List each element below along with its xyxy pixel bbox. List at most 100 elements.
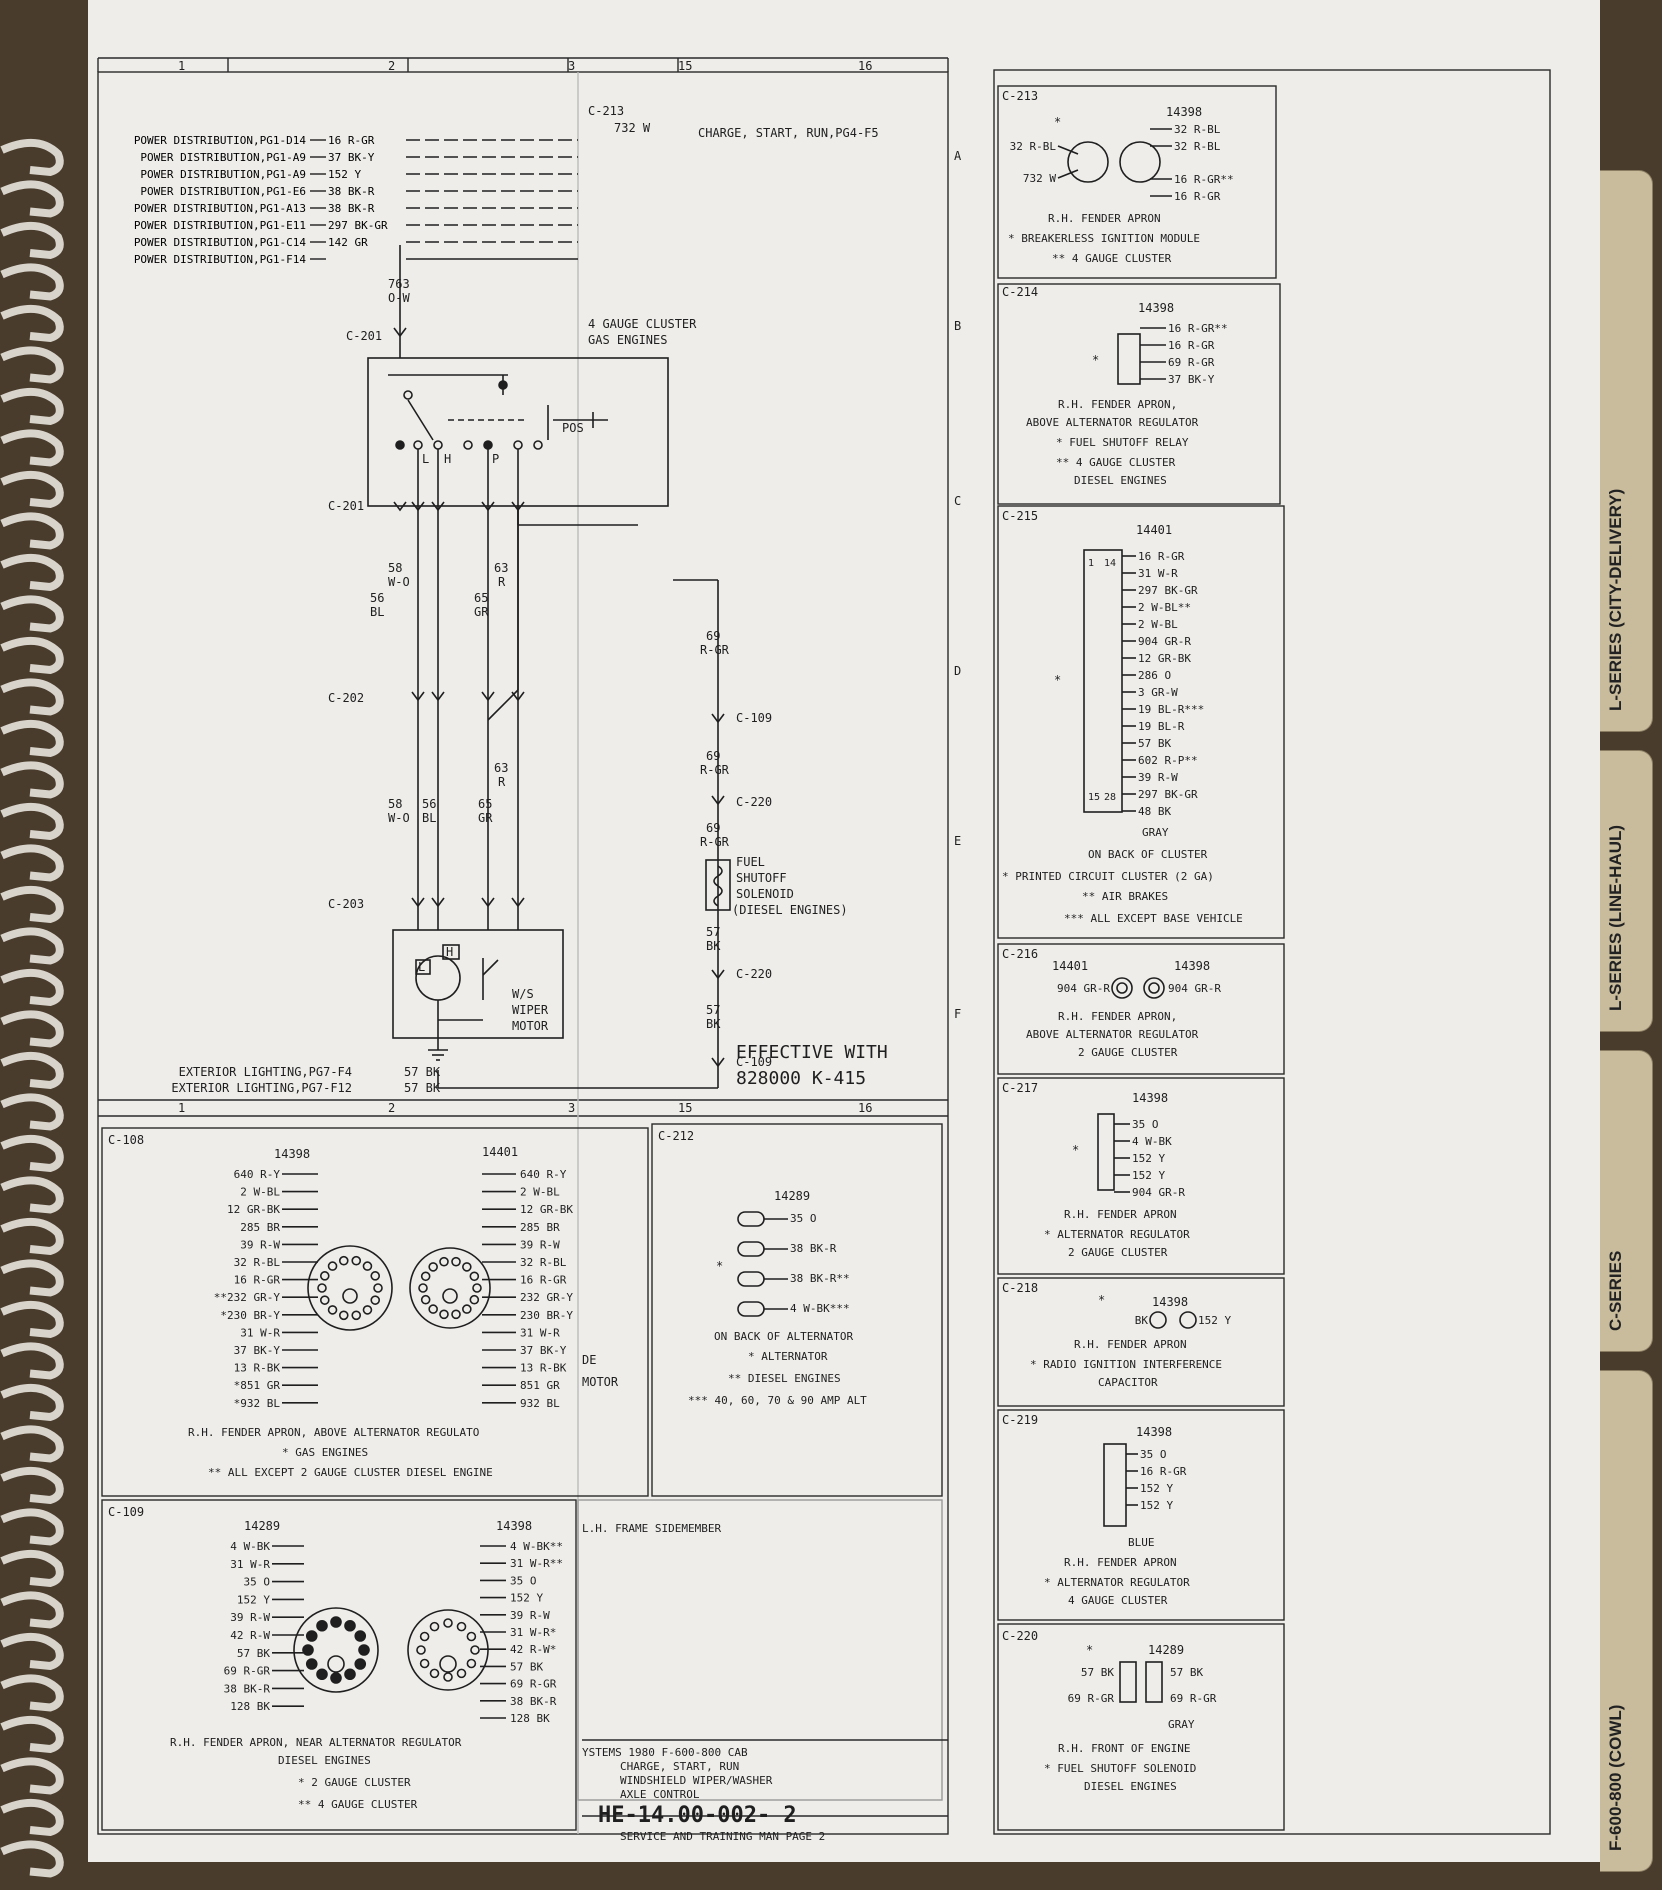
wire-label: 39 R-W — [230, 1611, 270, 1624]
diagram-label: W/S — [512, 987, 534, 1001]
diagram-label: BL — [422, 811, 436, 825]
diagram-label: SHUTOFF — [736, 871, 787, 885]
spiral-ring — [0, 1840, 64, 1878]
pin — [358, 1644, 370, 1656]
diagram-label: 16 R-GR** — [1174, 173, 1234, 186]
part-number: 14398 — [1136, 1425, 1172, 1439]
connector-body — [1145, 1661, 1163, 1703]
pin — [472, 1283, 482, 1293]
diagram-label: * ALTERNATOR REGULATOR — [1044, 1228, 1190, 1241]
diagram-label: CAPACITOR — [1098, 1376, 1158, 1389]
wire-label: 38 BK-R — [328, 202, 375, 215]
part-number: 14401 — [1136, 523, 1172, 537]
diagram-label: * PRINTED CIRCUIT CLUSTER (2 GA) — [1002, 870, 1214, 883]
diagram-label: 56 — [422, 797, 436, 811]
effective-note: EFFECTIVE WITH — [736, 1042, 888, 1063]
diagram-label: 286 O — [1138, 669, 1171, 682]
section-tab[interactable]: L-SERIES (LINE-HAUL) — [1600, 750, 1653, 1032]
diagram-label: BK — [706, 1017, 721, 1031]
diagram-label: * — [716, 1259, 723, 1273]
wire-label: 37 BK-Y — [520, 1344, 567, 1357]
spiral-ring — [0, 1508, 64, 1546]
wire-label: 35 O — [510, 1574, 537, 1587]
diagram-label: C-203 — [328, 897, 364, 911]
wire-label: 39 R-W — [520, 1238, 560, 1251]
section-tab[interactable]: C-SERIES — [1600, 1050, 1653, 1352]
grid-column-label: 16 — [858, 1101, 872, 1115]
diagram-label: 152 Y — [1198, 1314, 1231, 1327]
diagram-label: * FUEL SHUTOFF SOLENOID — [1044, 1762, 1196, 1775]
wire-label: 38 BK-R — [510, 1695, 557, 1708]
spiral-ring — [0, 1425, 64, 1463]
connector-body — [1117, 333, 1141, 385]
connector-id: C-216 — [1002, 947, 1038, 961]
diagram-label: 69 R-GR — [1170, 1692, 1217, 1705]
spiral-ring — [0, 429, 64, 467]
diagram-label: 37 BK-Y — [1168, 373, 1215, 386]
wire-label: 31 W-R — [240, 1326, 280, 1339]
diagram-label: DIESEL ENGINES — [278, 1754, 371, 1767]
spiral-ring — [0, 1674, 64, 1712]
wire-label: 232 GR-Y — [520, 1291, 573, 1304]
effective-note: 828000 K-415 — [736, 1068, 866, 1089]
diagram-label: C-220 — [736, 967, 772, 981]
diagram-label: MOTOR — [512, 1019, 549, 1033]
grid-column-label: 1 — [178, 1101, 185, 1115]
diagram-label: BLUE — [1128, 1536, 1155, 1549]
section-tab[interactable]: L-SERIES (CITY-DELIVERY) — [1600, 170, 1653, 732]
spiral-binding — [0, 139, 64, 1878]
grid-column-label: 1 — [178, 59, 185, 73]
diagram-label: ** ALL EXCEPT 2 GAUGE CLUSTER DIESEL ENG… — [208, 1466, 493, 1479]
pin — [354, 1658, 367, 1670]
wire-label: 152 Y — [510, 1592, 543, 1605]
grid-row-label: F — [954, 1007, 961, 1021]
pin — [362, 1305, 373, 1315]
diagram-label: 31 W-R — [1138, 567, 1178, 580]
pin — [420, 1294, 431, 1305]
diagram-label: 14 — [1104, 558, 1116, 569]
diagram-label: * — [1098, 1293, 1105, 1307]
diagram-label: 69 — [706, 749, 720, 763]
connector-id: C-215 — [1002, 509, 1038, 523]
diagram-label: * — [1054, 673, 1061, 687]
wire-label: 285 BR — [240, 1221, 280, 1234]
diagram-label: ** 4 GAUGE CLUSTER — [298, 1798, 418, 1811]
diagram-label: * — [1054, 115, 1061, 129]
diagram-label: SERVICE AND TRAINING MAN PAGE 2 — [620, 1830, 825, 1843]
wire-label: 152 Y — [237, 1593, 270, 1606]
section-tab[interactable]: F-600-800 (COWL) — [1600, 1370, 1653, 1872]
connector-id: C-213 — [1002, 89, 1038, 103]
pin — [466, 1631, 477, 1642]
diagram-label: 69 — [706, 629, 720, 643]
diagram-label: C-213 — [588, 104, 624, 118]
part-number: 14398 — [1166, 105, 1202, 119]
diagram-label: 35 O — [1140, 1448, 1167, 1461]
spiral-ring — [0, 554, 64, 592]
diagram-label: 57 BK — [1081, 1666, 1114, 1679]
wire-label: 12 GR-BK — [520, 1203, 573, 1216]
wire-label: 2 W-BL — [520, 1186, 560, 1199]
spiral-ring — [0, 1259, 64, 1297]
diagram-label: BK — [1135, 1314, 1149, 1327]
spiral-ring — [0, 346, 64, 384]
diagram-label: 69 — [706, 821, 720, 835]
pin — [443, 1618, 453, 1628]
diagram-label: POS — [562, 421, 584, 435]
wire-label: 13 R-BK — [234, 1362, 281, 1375]
connector-body — [1067, 141, 1109, 183]
power-source-label: POWER DISTRIBUTION,PG1-A13 — [134, 202, 306, 215]
spiral-ring — [0, 1010, 64, 1048]
diagram-label: ** 4 GAUGE CLUSTER — [1056, 456, 1176, 469]
pin — [319, 1295, 330, 1305]
diagram-label: YSTEMS 1980 F-600-800 CAB — [582, 1746, 748, 1759]
wire-label: 38 BK-R — [328, 185, 375, 198]
diagram-label: 2 W-BL — [1138, 618, 1178, 631]
diagram-label: 48 BK — [1138, 805, 1171, 818]
spiral-ring — [0, 471, 64, 509]
wire-label: 152 Y — [328, 168, 361, 181]
connector-id: C-214 — [1002, 285, 1038, 299]
connector-body — [1116, 982, 1128, 994]
grid-row-label: C — [954, 494, 961, 508]
